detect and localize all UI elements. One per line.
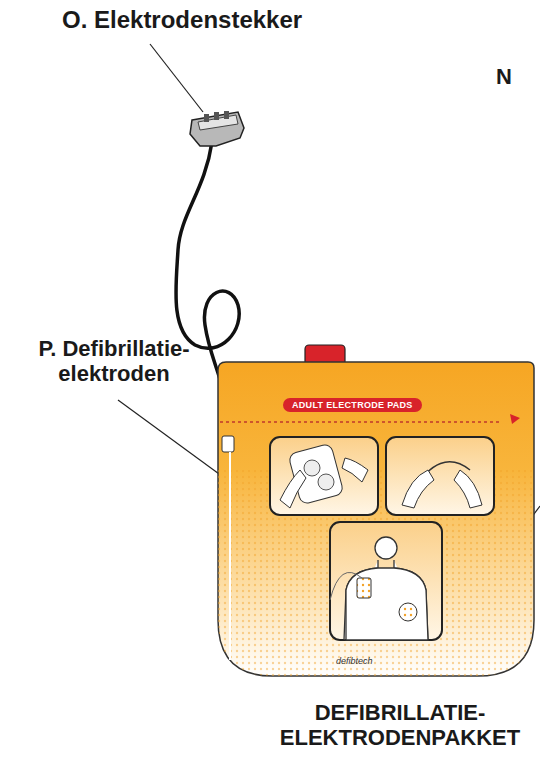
pill-text: ADULT ELECTRODE PADS: [292, 400, 413, 410]
instruction-panel: [386, 437, 494, 515]
pad-placement-panel: [330, 522, 442, 640]
electrode-pack: [218, 345, 534, 676]
leader-line: [150, 44, 203, 112]
caption: DEFIBRILLATIE- ELEKTRODENPAKKET: [265, 700, 535, 751]
part-label: O. Elektrodenstekker: [62, 6, 362, 34]
part-label: N: [496, 64, 526, 89]
instruction-panel: [270, 437, 378, 515]
part-label: P. Defibrillatie- elektroden: [14, 336, 214, 387]
label-pill: ADULT ELECTRODE PADS: [283, 398, 422, 412]
brand-text: defibtech: [336, 656, 406, 666]
electrode-connector: [190, 111, 244, 146]
